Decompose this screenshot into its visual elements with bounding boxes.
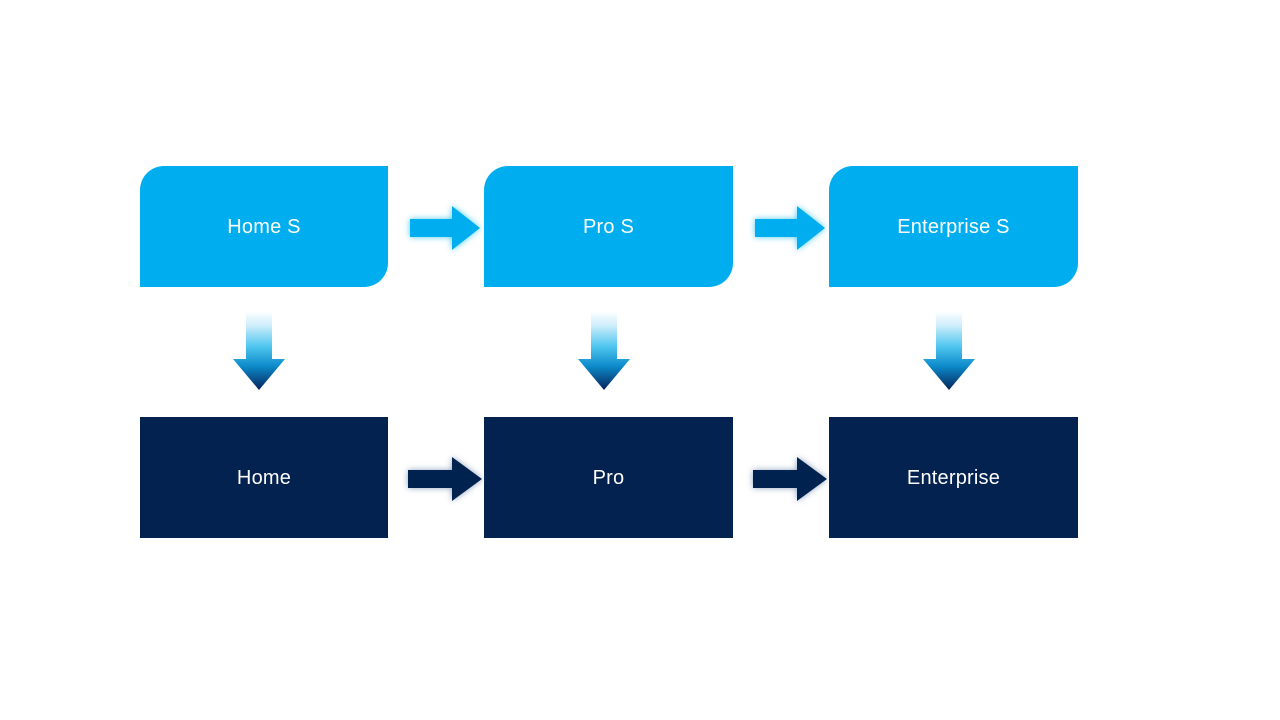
node-enterprise[interactable]: Enterprise bbox=[829, 417, 1078, 538]
arrow-pro-s-to-pro bbox=[576, 311, 632, 391]
arrow-home-s-to-home bbox=[231, 311, 287, 391]
node-pro-s[interactable]: Pro S bbox=[484, 166, 733, 287]
node-home[interactable]: Home bbox=[140, 417, 388, 538]
arrow-enterprise-s-to-enterprise bbox=[921, 311, 977, 391]
node-label: Home bbox=[236, 466, 292, 489]
arrow-pro-to-enterprise bbox=[751, 454, 829, 504]
node-home-s[interactable]: Home S bbox=[140, 166, 388, 287]
node-label: Enterprise bbox=[906, 466, 1001, 489]
node-label: Enterprise S bbox=[897, 215, 1010, 238]
arrow-home-s-to-pro-s bbox=[408, 203, 482, 253]
arrow-home-to-pro bbox=[406, 454, 484, 504]
node-label: Pro bbox=[592, 466, 625, 489]
node-label: Home S bbox=[227, 215, 301, 238]
node-pro[interactable]: Pro bbox=[484, 417, 733, 538]
node-enterprise-s[interactable]: Enterprise S bbox=[829, 166, 1078, 287]
arrow-pro-s-to-enterprise-s bbox=[753, 203, 827, 253]
node-label: Pro S bbox=[582, 215, 635, 238]
